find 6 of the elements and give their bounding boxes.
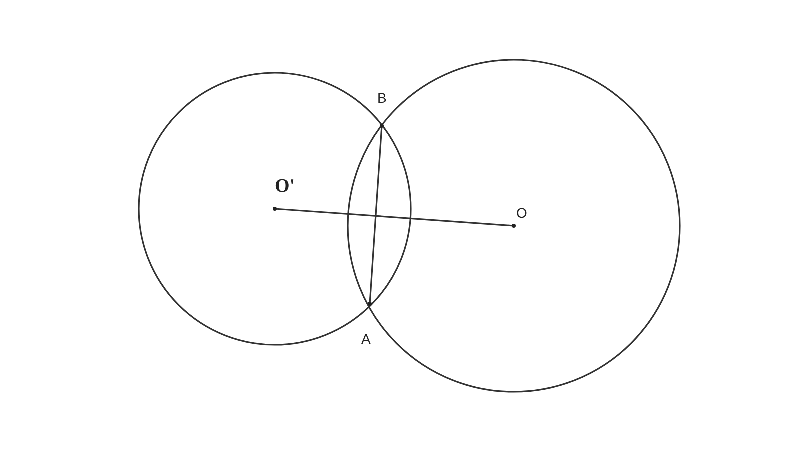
point-label: O [516,206,528,220]
point-label: B [378,91,387,105]
line-segment [369,126,383,304]
point-label: O' [275,176,296,196]
line-segment [274,208,514,227]
point-label: A [362,332,371,346]
